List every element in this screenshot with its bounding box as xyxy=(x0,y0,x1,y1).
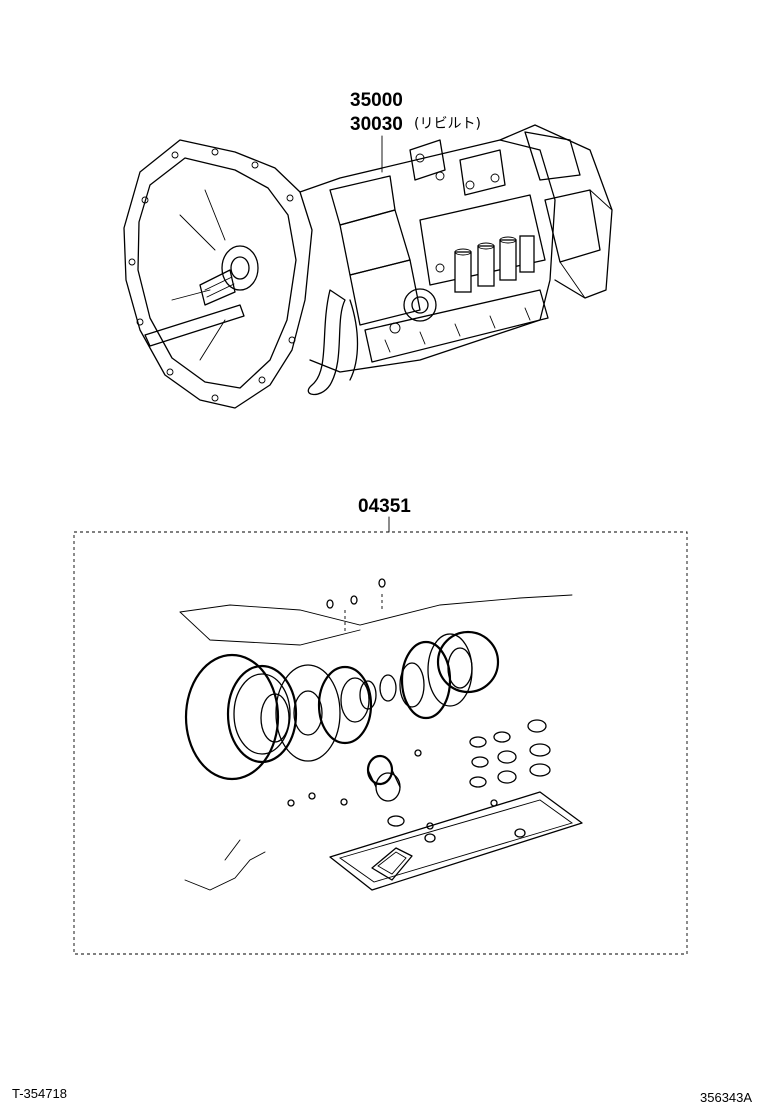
transmission-assembly-illustration xyxy=(123,124,613,409)
callout-35000[interactable]: 35000 xyxy=(350,90,403,111)
gasket-kit-boundary xyxy=(73,531,688,955)
callout-04351[interactable]: 04351 xyxy=(358,496,411,517)
gasket-kit-illustration xyxy=(179,578,583,891)
footer-left-code: T-354718 xyxy=(12,1086,67,1101)
rebuilt-note: (リビルト) xyxy=(414,116,481,132)
callout-30030[interactable]: 30030 xyxy=(350,114,403,135)
footer-right-code: 356343A xyxy=(700,1090,752,1105)
